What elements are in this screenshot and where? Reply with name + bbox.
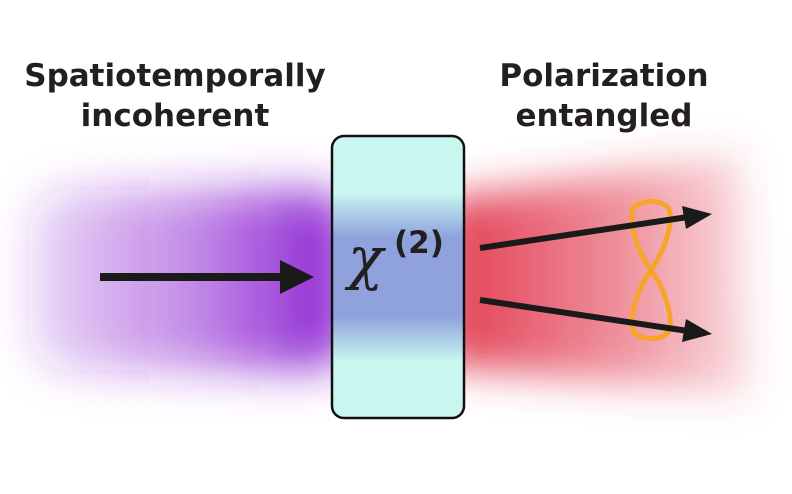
input-beam-label: Spatiotemporally incoherent <box>10 56 340 136</box>
output-beam-label: Polarization entangled <box>470 56 738 136</box>
output-arrow-lower-shaft <box>479 297 689 334</box>
input-label-line-1: Spatiotemporally <box>24 58 326 94</box>
polarization-lower-loop <box>629 267 673 341</box>
output-beam <box>440 155 750 395</box>
polarization-upper-loop <box>629 199 673 273</box>
crystal-chi-symbol: χ <box>348 224 384 292</box>
output-arrow-lower-icon <box>479 297 712 342</box>
output-arrow-upper-icon <box>479 206 712 251</box>
output-label-line-2: entangled <box>515 98 693 134</box>
polarization-figure-eight-icon <box>629 199 673 341</box>
output-arrow-lower-head <box>682 319 712 342</box>
crystal-block <box>330 134 466 420</box>
output-arrow-upper-head <box>682 206 712 229</box>
input-arrow-icon <box>100 260 314 294</box>
input-label-line-2: incoherent <box>80 98 270 134</box>
output-label-line-1: Polarization <box>499 58 709 94</box>
crystal-order-superscript: (2) <box>394 225 444 261</box>
input-arrow-head <box>280 260 314 294</box>
output-arrow-upper-shaft <box>479 214 689 251</box>
